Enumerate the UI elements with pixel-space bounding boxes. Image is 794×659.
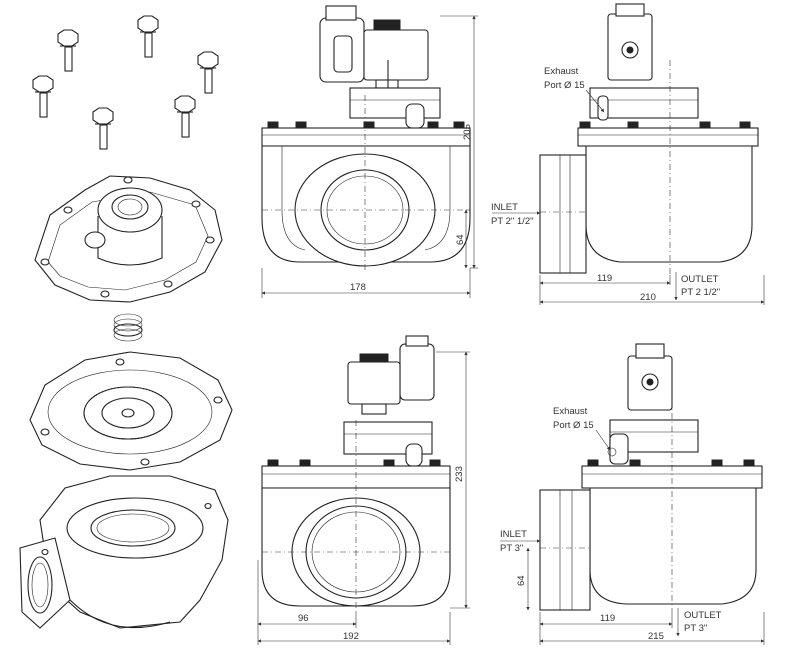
valve-cover <box>34 175 223 303</box>
solenoid-coil <box>399 343 435 401</box>
dim-119: 119 <box>600 613 615 624</box>
inlet-size-label: PT 2" 1/2" <box>491 216 533 227</box>
bolt-icon <box>57 29 79 72</box>
diaphragm <box>29 351 233 471</box>
inlet-label: INLET <box>491 202 518 213</box>
bolt-icon <box>32 75 54 118</box>
dim-inlet-offset-64: 64 <box>455 234 466 245</box>
bottom-side-view: Exhaust Port Ø 15 INLET PT 3" 64 119 215… <box>500 343 765 645</box>
exhaust-label: Exhaust <box>544 66 579 77</box>
dim-210: 210 <box>640 292 656 303</box>
dim-width-192: 192 <box>343 631 359 642</box>
dim-width-178: 178 <box>350 282 366 293</box>
dim-96: 96 <box>298 613 309 624</box>
dim-height-233: 233 <box>454 466 465 482</box>
dim-119: 119 <box>597 273 612 284</box>
bolt-icon <box>137 15 159 58</box>
flange <box>577 127 759 147</box>
valve-body-side <box>589 487 757 605</box>
dim-height-205: 205 <box>462 124 473 140</box>
exploded-view <box>19 15 233 629</box>
exhaust-port-label: Port Ø 15 <box>544 80 585 91</box>
solenoid-coil <box>319 5 429 89</box>
valve-body <box>19 475 229 629</box>
top-front-view: 178 205 64 <box>261 5 478 298</box>
bottom-front-view: 96 192 233 <box>257 335 470 645</box>
top-side-view: Exhaust Port Ø 15 INLET PT 2" 1/2" 119 2… <box>491 3 765 305</box>
bolt-icon <box>197 51 219 94</box>
exhaust-label: Exhaust <box>553 406 588 417</box>
inlet-label: INLET <box>500 529 527 540</box>
inlet-size-label: PT 3" <box>500 543 523 554</box>
valve-body-side <box>585 145 753 263</box>
dim-64: 64 <box>516 575 527 586</box>
outlet-label: OUTLET <box>681 274 719 285</box>
exhaust-port-label: Port Ø 15 <box>553 420 594 431</box>
outlet-size-label: PT 3" <box>684 623 707 634</box>
bolt-icon <box>92 107 114 150</box>
spring <box>113 313 143 342</box>
dim-215: 215 <box>648 631 664 642</box>
outlet-size-label: PT 2 1/2" <box>681 287 720 298</box>
outlet-label: OUTLET <box>684 610 722 621</box>
bonnet <box>349 87 441 119</box>
bolt-icon <box>174 95 196 138</box>
flange <box>261 127 471 147</box>
